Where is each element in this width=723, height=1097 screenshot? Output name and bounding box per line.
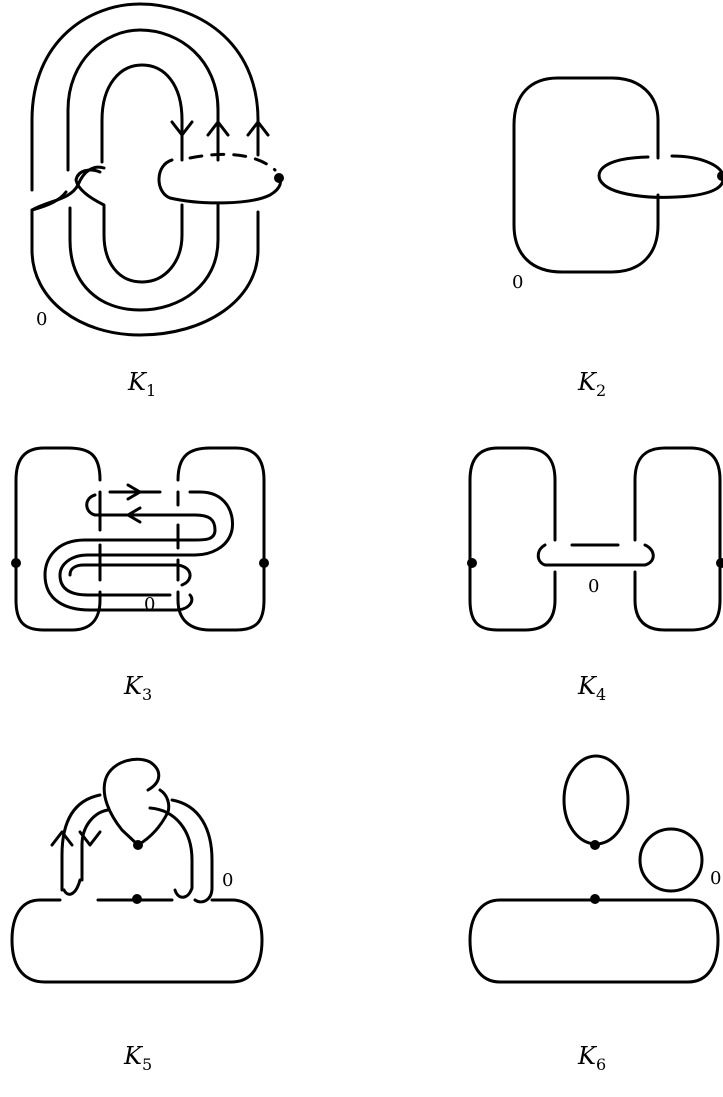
- k5-caption: K: [123, 1042, 144, 1070]
- k1-arrow-down: [170, 120, 194, 137]
- k1-caption: K: [127, 368, 148, 396]
- k5-caption-index: 5: [142, 1055, 152, 1074]
- k4-right-dot: [716, 558, 723, 568]
- k3-left-handle: [14, 446, 102, 632]
- k1-caption-index: 1: [146, 381, 156, 400]
- k1-middle-strand-lower: [68, 203, 220, 312]
- diagram-k4: 0 K 4: [467, 446, 723, 704]
- k3-framing: 0: [144, 594, 155, 615]
- k1-middle-strand: [66, 28, 220, 172]
- k4-left-handle: [468, 446, 557, 632]
- k5-bottom-unknot: [10, 898, 264, 984]
- k1-dotted-circle-back: [188, 152, 277, 172]
- k2-caption: K: [577, 368, 598, 396]
- k1-framing: 0: [36, 309, 47, 330]
- k6-framed-unknot: [638, 827, 704, 893]
- k1-clasp: [30, 165, 106, 212]
- k4-caption-index: 4: [596, 685, 606, 704]
- k3-arrow-right: [126, 483, 142, 501]
- k5-circle-top-right: [158, 788, 171, 814]
- k3-strand-third: [68, 563, 192, 587]
- k2-caption-index: 2: [596, 381, 606, 400]
- k5-band-inner: [62, 806, 194, 899]
- k4-framing: 0: [588, 576, 599, 597]
- k1-arrow-up-1: [206, 120, 230, 137]
- k3-right-dot: [259, 558, 269, 568]
- k5-top-dot: [133, 840, 143, 850]
- k6-top-dot: [590, 840, 600, 850]
- k3-caption-index: 3: [142, 685, 152, 704]
- diagram-k1: 0 K 1: [30, 2, 284, 400]
- k6-bottom-unknot: [468, 898, 720, 984]
- k5-framing: 0: [222, 870, 233, 891]
- k1-outer-strand-b: [30, 190, 260, 337]
- k3-caption: K: [123, 672, 144, 700]
- k4-caption: K: [577, 672, 598, 700]
- k2-dotted-circle-back: [670, 154, 723, 177]
- k6-caption: K: [577, 1042, 598, 1070]
- k5-arrow-down: [78, 830, 102, 847]
- k2-dotted-circle: [597, 155, 723, 199]
- k3-arrow-left: [126, 506, 142, 524]
- k6-dotted-unknot: [562, 754, 630, 846]
- k6-framing: 0: [710, 868, 721, 889]
- k3-left-dot: [11, 558, 21, 568]
- k1-outer-strand-a: [30, 2, 260, 192]
- k1-inner-strand-lower: [74, 168, 184, 284]
- k1-inner-strand: [100, 63, 184, 164]
- diagram-k5: 0 K 5: [10, 757, 264, 1074]
- k4-right-handle: [633, 446, 722, 632]
- k4-left-dot: [467, 558, 477, 568]
- k4-framed-loop: [536, 543, 655, 567]
- k3-right-handle: [176, 446, 266, 632]
- k5-arrow-up: [50, 830, 74, 847]
- k2-framing: 0: [512, 272, 523, 293]
- k1-arrow-up-2: [246, 120, 270, 137]
- k2-knot: [512, 76, 660, 274]
- diagram-k2: 0 K 2: [512, 76, 723, 400]
- k5-band-outer: [60, 793, 214, 904]
- k3-strand-top: [58, 490, 235, 597]
- k1-dot: [274, 173, 284, 183]
- k5-bottom-dot: [132, 894, 142, 904]
- k6-caption-index: 6: [596, 1055, 606, 1074]
- diagram-k6: 0 K 6: [468, 754, 721, 1074]
- k1-dotted-circle-front: [157, 158, 282, 205]
- k2-dot: [717, 171, 723, 181]
- diagram-k3: 0 K 3: [11, 446, 269, 704]
- k6-bottom-dot: [590, 894, 600, 904]
- k5-circle-top: [102, 757, 170, 847]
- k3-strand-second: [43, 493, 217, 612]
